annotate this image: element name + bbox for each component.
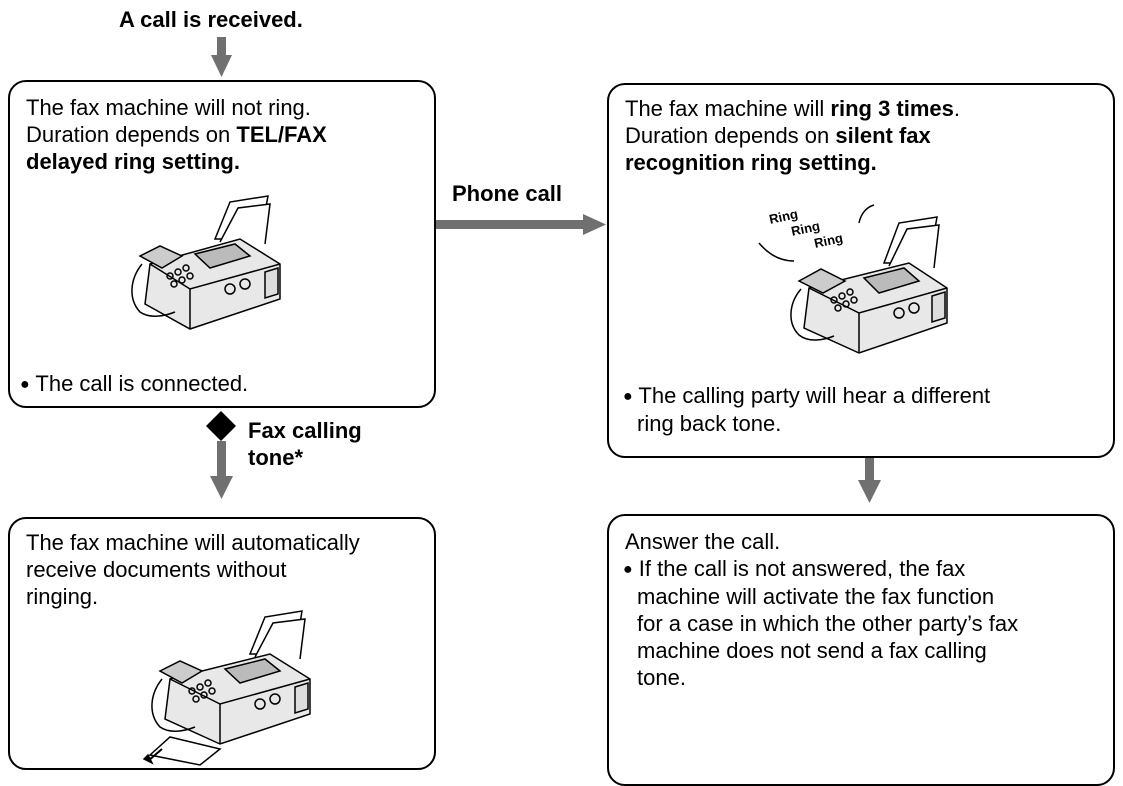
ring-line2: Duration depends on (625, 123, 836, 148)
receive-line2: receive documents without (26, 557, 287, 582)
answer-bullet-line5: tone. (637, 665, 686, 690)
no-ring-line2-bold: TEL/FAX (236, 122, 327, 147)
fax-machine-icon (131, 195, 281, 330)
start-label: A call is received. (119, 7, 303, 32)
arrow-ring-to-answer (858, 458, 881, 503)
edge-phone-call-label: Phone call (452, 181, 563, 206)
ring-line3-bold: recognition ring setting. (625, 150, 877, 175)
answer-bullet: ● If the call is not answered, the fax m… (623, 556, 1019, 690)
no-ring-bullet-text: The call is connected. (35, 371, 249, 396)
edge-fax-tone-label: Fax calling tone* (248, 417, 362, 471)
node-answer: Answer the call. ● If the call is not an… (607, 514, 1115, 786)
ring-line2-bold: silent fax (835, 123, 931, 148)
ring-bullet: ● The calling party will hear a differen… (623, 383, 991, 436)
ring-line1-bold: ring 3 times (830, 96, 954, 121)
arrow-start-down (211, 37, 232, 77)
ringing-fax-machine-icon (758, 204, 948, 354)
answer-bullet-line1: If the call is not answered, the fax (638, 556, 966, 581)
arrow-fax-tone (206, 411, 236, 499)
node-receive: The fax machine will automatically recei… (8, 517, 436, 770)
fax-tone-label-line2: tone* (248, 445, 303, 470)
node-receive-text: The fax machine will automatically recei… (26, 529, 360, 610)
answer-bullet-line2: machine will activate the fax function (637, 584, 995, 609)
node-ring-text: The fax machine will ring 3 times. Durat… (625, 95, 960, 176)
node-ring: The fax machine will ring 3 times. Durat… (607, 83, 1115, 458)
answer-title: Answer the call. (625, 529, 781, 554)
answer-bullet-line3: for a case in which the other party’s fa… (637, 611, 1019, 636)
node-no-ring-text: The fax machine will not ring. Duration … (26, 94, 327, 175)
ring-bullet-line1: The calling party will hear a different (638, 383, 991, 408)
ring-line1-end: . (953, 96, 961, 121)
ring-line1: The fax machine will (625, 96, 831, 121)
fax-tone-label-line1: Fax calling (248, 418, 362, 443)
receive-line1: The fax machine will automatically (26, 530, 360, 555)
answer-bullet-line4: machine does not send a fax calling (637, 638, 987, 663)
no-ring-line2: Duration depends on (26, 122, 237, 147)
no-ring-line3-bold: delayed ring setting. (26, 149, 240, 174)
receive-line3: ringing. (26, 584, 99, 609)
fax-machine-printing-icon (142, 610, 311, 766)
no-ring-bullet: ● The call is connected. (20, 371, 249, 396)
decision-diamond-icon (206, 411, 236, 441)
node-no-ring: The fax machine will not ring. Duration … (8, 80, 436, 408)
ring-bullet-line2: ring back tone. (637, 411, 782, 436)
no-ring-line1: The fax machine will not ring. (26, 95, 311, 120)
arrow-phone-call (435, 214, 606, 235)
